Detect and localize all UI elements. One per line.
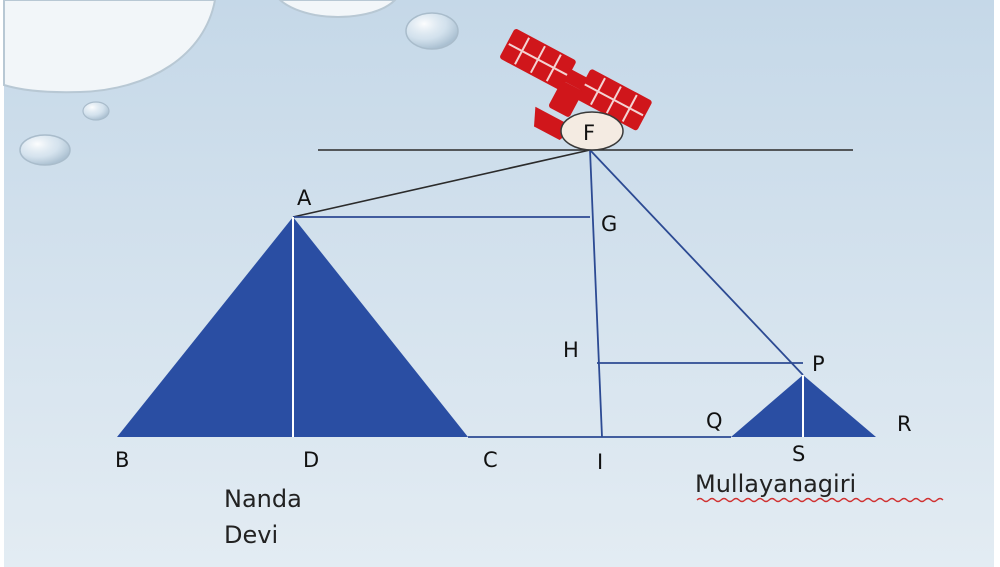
label-C: C [483,448,498,472]
label-A: A [297,186,312,210]
label-Q: Q [706,409,723,433]
label-S: S [792,442,805,466]
label-P: P [812,352,825,376]
construction-lines [292,149,804,438]
label-G: G [601,212,617,236]
water-bubble-decoration [3,0,459,166]
nanda-devi-label-line2: Devi [224,521,278,549]
nanda-devi-label-line1: Nanda [224,485,302,513]
label-H: H [563,338,579,362]
spellcheck-underline [696,497,944,503]
mullayanagiri-label: Mullayanagiri [695,470,856,498]
label-R: R [897,412,912,436]
label-F: F [583,121,595,145]
point-f-marker [560,111,624,151]
label-I: I [597,450,603,474]
label-D: D [303,448,319,472]
label-B: B [115,448,129,472]
background [4,0,994,567]
